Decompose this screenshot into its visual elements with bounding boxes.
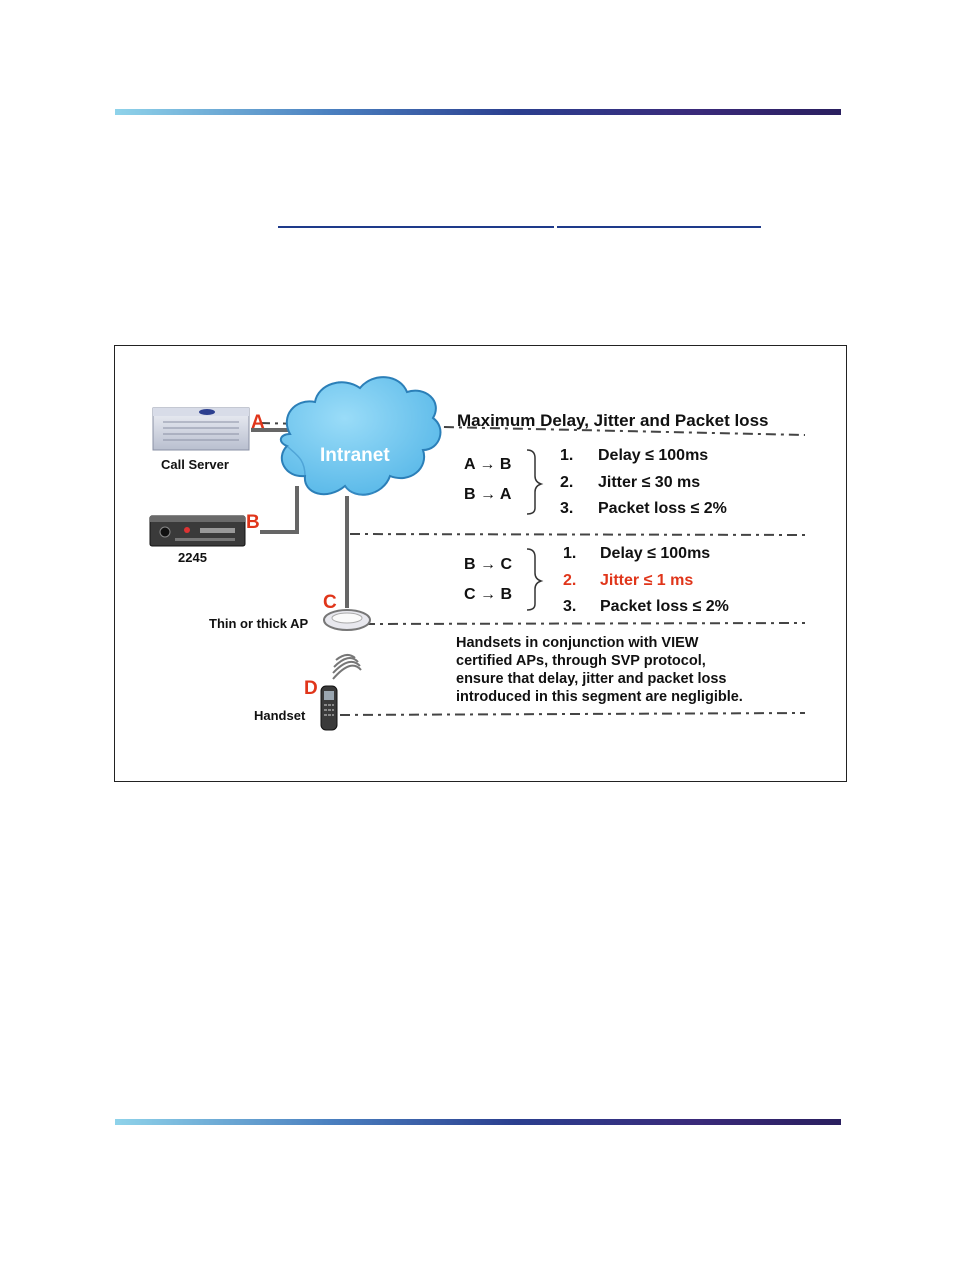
point-label-c: C [323, 592, 337, 613]
handset-label: Handset [254, 708, 306, 723]
ap-label: Thin or thick AP [209, 616, 309, 631]
cloud-label: Intranet [320, 445, 390, 466]
req2-num-3: 3. [563, 598, 577, 615]
gateway-icon [149, 515, 246, 547]
point-label-a: A [251, 412, 265, 433]
cloud-icon [279, 376, 442, 496]
line-c [364, 622, 806, 625]
brace-segment1 [526, 449, 544, 515]
link-underline-2[interactable] [557, 226, 761, 228]
call-server-label: Call Server [161, 457, 229, 472]
note-line-4: introduced in this segment are negligibl… [456, 689, 743, 705]
direction-c-b: C → B [464, 586, 512, 603]
call-server-icon [152, 407, 250, 451]
req1-text-2: Jitter ≤ 30 ms [598, 474, 701, 491]
note-line-3: ensure that delay, jitter and packet los… [456, 671, 727, 687]
req2-text-3: Packet loss ≤ 2% [600, 598, 729, 615]
top-rule [115, 109, 841, 115]
access-point-icon [323, 609, 371, 631]
point-label-d: D [304, 678, 318, 699]
point-label-b: B [246, 512, 260, 533]
line-b [349, 533, 806, 536]
req1-num-3: 3. [560, 500, 574, 517]
gateway-label: 2245 [178, 550, 207, 565]
direction-b-a: B → A [464, 486, 512, 503]
req2-text-2: Jitter ≤ 1 ms [600, 572, 694, 589]
diagram-title: Maximum Delay, Jitter and Packet loss [457, 411, 769, 430]
direction-b-c: B → C [464, 556, 512, 573]
network-diagram: Maximum Delay, Jitter and Packet loss In… [114, 345, 847, 782]
req1-text-3: Packet loss ≤ 2% [598, 500, 727, 517]
req2-num-2: 2. [563, 572, 577, 589]
brace-segment2 [526, 548, 544, 611]
req1-num-2: 2. [560, 474, 574, 491]
bottom-rule [115, 1119, 841, 1125]
req2-text-1: Delay ≤ 100ms [600, 545, 711, 562]
direction-a-b: A → B [464, 456, 512, 473]
req1-num-1: 1. [560, 447, 574, 464]
wireless-waves-icon [332, 654, 362, 680]
line-a [259, 422, 806, 436]
line-d [339, 712, 806, 716]
note-line-2: certified APs, through SVP protocol, [456, 653, 706, 669]
handset-icon [320, 685, 338, 731]
link-underline-1[interactable] [278, 226, 554, 228]
note-line-1: Handsets in conjunction with VIEW [456, 635, 699, 651]
req1-text-1: Delay ≤ 100ms [598, 447, 709, 464]
conn-gateway [260, 486, 299, 534]
diagram-graphics [149, 376, 806, 731]
req2-num-1: 1. [563, 545, 577, 562]
